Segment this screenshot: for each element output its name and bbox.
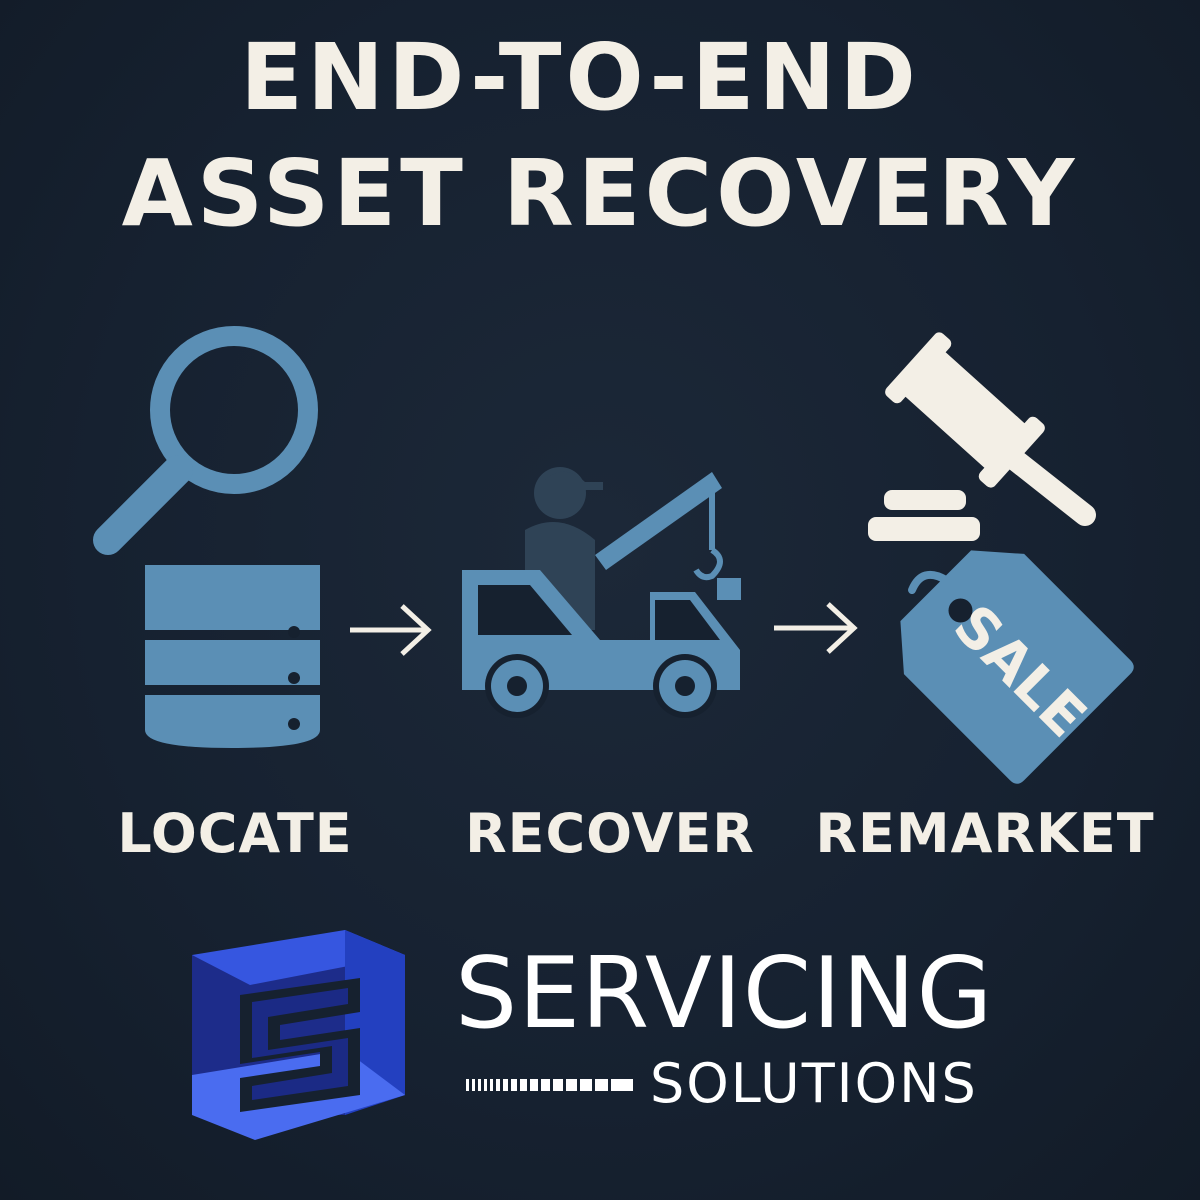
- tow-truck-icon: [462, 467, 741, 718]
- title-line-2: ASSET RECOVERY: [121, 140, 1079, 247]
- step-label-remarket: REMARKET: [815, 802, 1155, 865]
- gavel-icon: [868, 332, 1096, 541]
- step-label-recover: RECOVER: [465, 802, 755, 865]
- magnifier-icon: [93, 326, 318, 555]
- brand-tagline: SOLUTIONS: [650, 1052, 978, 1115]
- arrow-right-icon: [350, 604, 432, 656]
- brand-name: SERVICING: [455, 937, 994, 1051]
- s-cube-logo-icon: [192, 930, 405, 1140]
- arrow-right-icon: [774, 602, 858, 654]
- dashed-line-icon: [466, 1079, 633, 1091]
- brand-divider: [466, 1078, 636, 1092]
- title-line-1: END-TO-END: [240, 24, 920, 131]
- step-label-locate: LOCATE: [117, 802, 353, 865]
- database-icon: [145, 565, 320, 748]
- sale-tag-icon: SALE: [900, 550, 1134, 784]
